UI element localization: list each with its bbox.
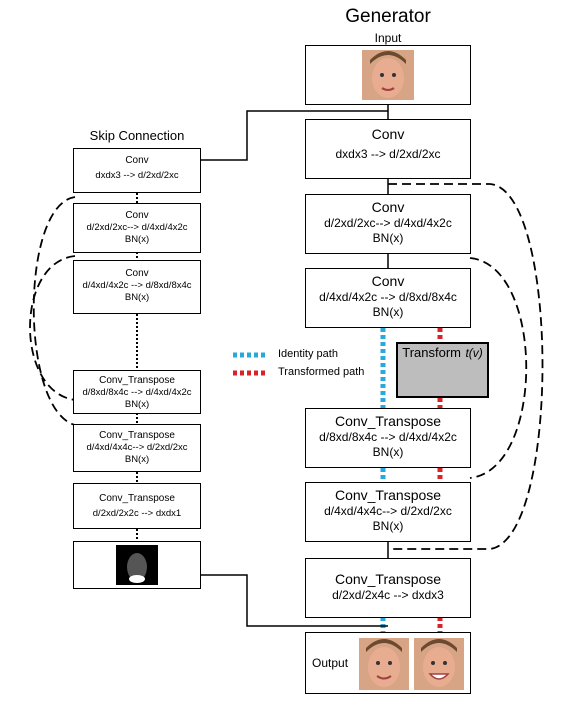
transform-label: Transform <box>402 345 461 360</box>
legend-transformed-label: Transformed path <box>278 366 365 378</box>
gen-conv-2: Conv d/2xd/2xc--> d/4xd/4x2c BN(x) <box>305 194 471 254</box>
skip-conv-2: Conv d/2xd/2xc--> d/4xd/4x2c BN(x) <box>73 203 201 253</box>
gen-conv-2-dims: d/2xd/2xc--> d/4xd/4x2c <box>324 216 452 230</box>
gen-conv-2-bn: BN(x) <box>372 231 404 245</box>
gen-conv-3-name: Conv <box>371 273 405 289</box>
skip-convt-2-dims: d/4xd/4x4c--> d/2xd/2xc <box>86 442 188 453</box>
input-label: Input <box>374 31 402 45</box>
gen-convt-3-name: Conv_Transpose <box>334 571 442 587</box>
legend-identity-label: Identity path <box>278 348 338 360</box>
skip-convt-1-bn: BN(x) <box>124 399 150 410</box>
gen-convt-2-dims: d/4xd/4x4c--> d/2xd/2xc <box>324 504 452 518</box>
gen-convt-1-name: Conv_Transpose <box>334 413 442 429</box>
transform-function: t(v) <box>465 346 483 360</box>
skip-convt-2-name: Conv_Transpose <box>99 430 175 441</box>
output-face-image-2 <box>414 638 464 695</box>
skip-conv-3: Conv d/4xd/4x2c --> d/8xd/8x4c BN(x) <box>73 260 201 314</box>
skip-conv-1-name: Conv <box>125 155 149 166</box>
skip-mask-image <box>116 545 158 590</box>
skip-convt-3: Conv_Transpose d/2xd/2x2c --> dxdx1 <box>73 483 201 529</box>
skip-convt-1-name: Conv_Transpose <box>99 375 175 386</box>
skip-conv-2-dims: d/2xd/2xc--> d/4xd/4x2c <box>86 222 188 233</box>
skip-convt-2: Conv_Transpose d/4xd/4x4c--> d/2xd/2xc B… <box>73 424 201 472</box>
gen-convt-2-name: Conv_Transpose <box>334 487 442 503</box>
gen-conv-1-name: Conv <box>371 126 405 142</box>
gen-conv-1-dims: dxdx3 --> d/2xd/2xc <box>335 147 441 161</box>
skip-conv-2-bn: BN(x) <box>124 234 150 245</box>
skip-conv-3-dims: d/4xd/4x2c --> d/8xd/8x4c <box>82 280 192 291</box>
gen-convt-1-dims: d/8xd/8x4c --> d/4xd/4x2c <box>319 430 457 444</box>
gen-convt-2-bn: BN(x) <box>372 519 404 533</box>
skip-convt-3-dims: d/2xd/2x2c --> dxdx1 <box>92 508 182 519</box>
gen-convt-1-bn: BN(x) <box>372 445 404 459</box>
skip-convt-3-name: Conv_Transpose <box>99 493 175 504</box>
transform-block: Transform t(v) <box>396 342 489 398</box>
skip-conv-2-name: Conv <box>125 210 149 221</box>
generator-title: Generator <box>345 6 431 27</box>
gen-conv-3-bn: BN(x) <box>372 305 404 319</box>
skip-connection-title: Skip Connection <box>89 128 185 143</box>
skip-conv-1-dims: dxdx3 --> d/2xd/2xc <box>95 170 179 181</box>
skip-convt-2-bn: BN(x) <box>124 454 150 465</box>
skip-convt-1: Conv_Transpose d/8xd/8x4c --> d/4xd/4x2c… <box>73 370 201 414</box>
skip-convt-1-dims: d/8xd/8x4c --> d/4xd/4x2c <box>82 387 192 398</box>
gen-convt-2: Conv_Transpose d/4xd/4x4c--> d/2xd/2xc B… <box>305 482 471 542</box>
output-label: Output <box>312 656 349 670</box>
skip-conv-3-bn: BN(x) <box>124 292 150 303</box>
input-face-image <box>362 50 414 105</box>
gen-conv-3-dims: d/4xd/4x2c --> d/8xd/8x4c <box>319 290 457 304</box>
gen-conv-3: Conv d/4xd/4x2c --> d/8xd/8x4c BN(x) <box>305 268 471 328</box>
gen-conv-1: Conv dxdx3 --> d/2xd/2xc <box>305 119 471 179</box>
gen-convt-3: Conv_Transpose d/2xd/2x4c --> dxdx3 <box>305 558 471 618</box>
input-image-box <box>305 45 471 105</box>
gen-convt-3-dims: d/2xd/2x4c --> dxdx3 <box>332 588 444 602</box>
skip-output-image-box <box>73 541 201 589</box>
output-face-image-1 <box>359 638 409 695</box>
gen-conv-2-name: Conv <box>371 199 405 215</box>
output-box: Output <box>305 632 471 694</box>
gen-convt-1: Conv_Transpose d/8xd/8x4c --> d/4xd/4x2c… <box>305 408 471 468</box>
skip-conv-1: Conv dxdx3 --> d/2xd/2xc <box>73 148 201 193</box>
skip-conv-3-name: Conv <box>125 268 149 279</box>
